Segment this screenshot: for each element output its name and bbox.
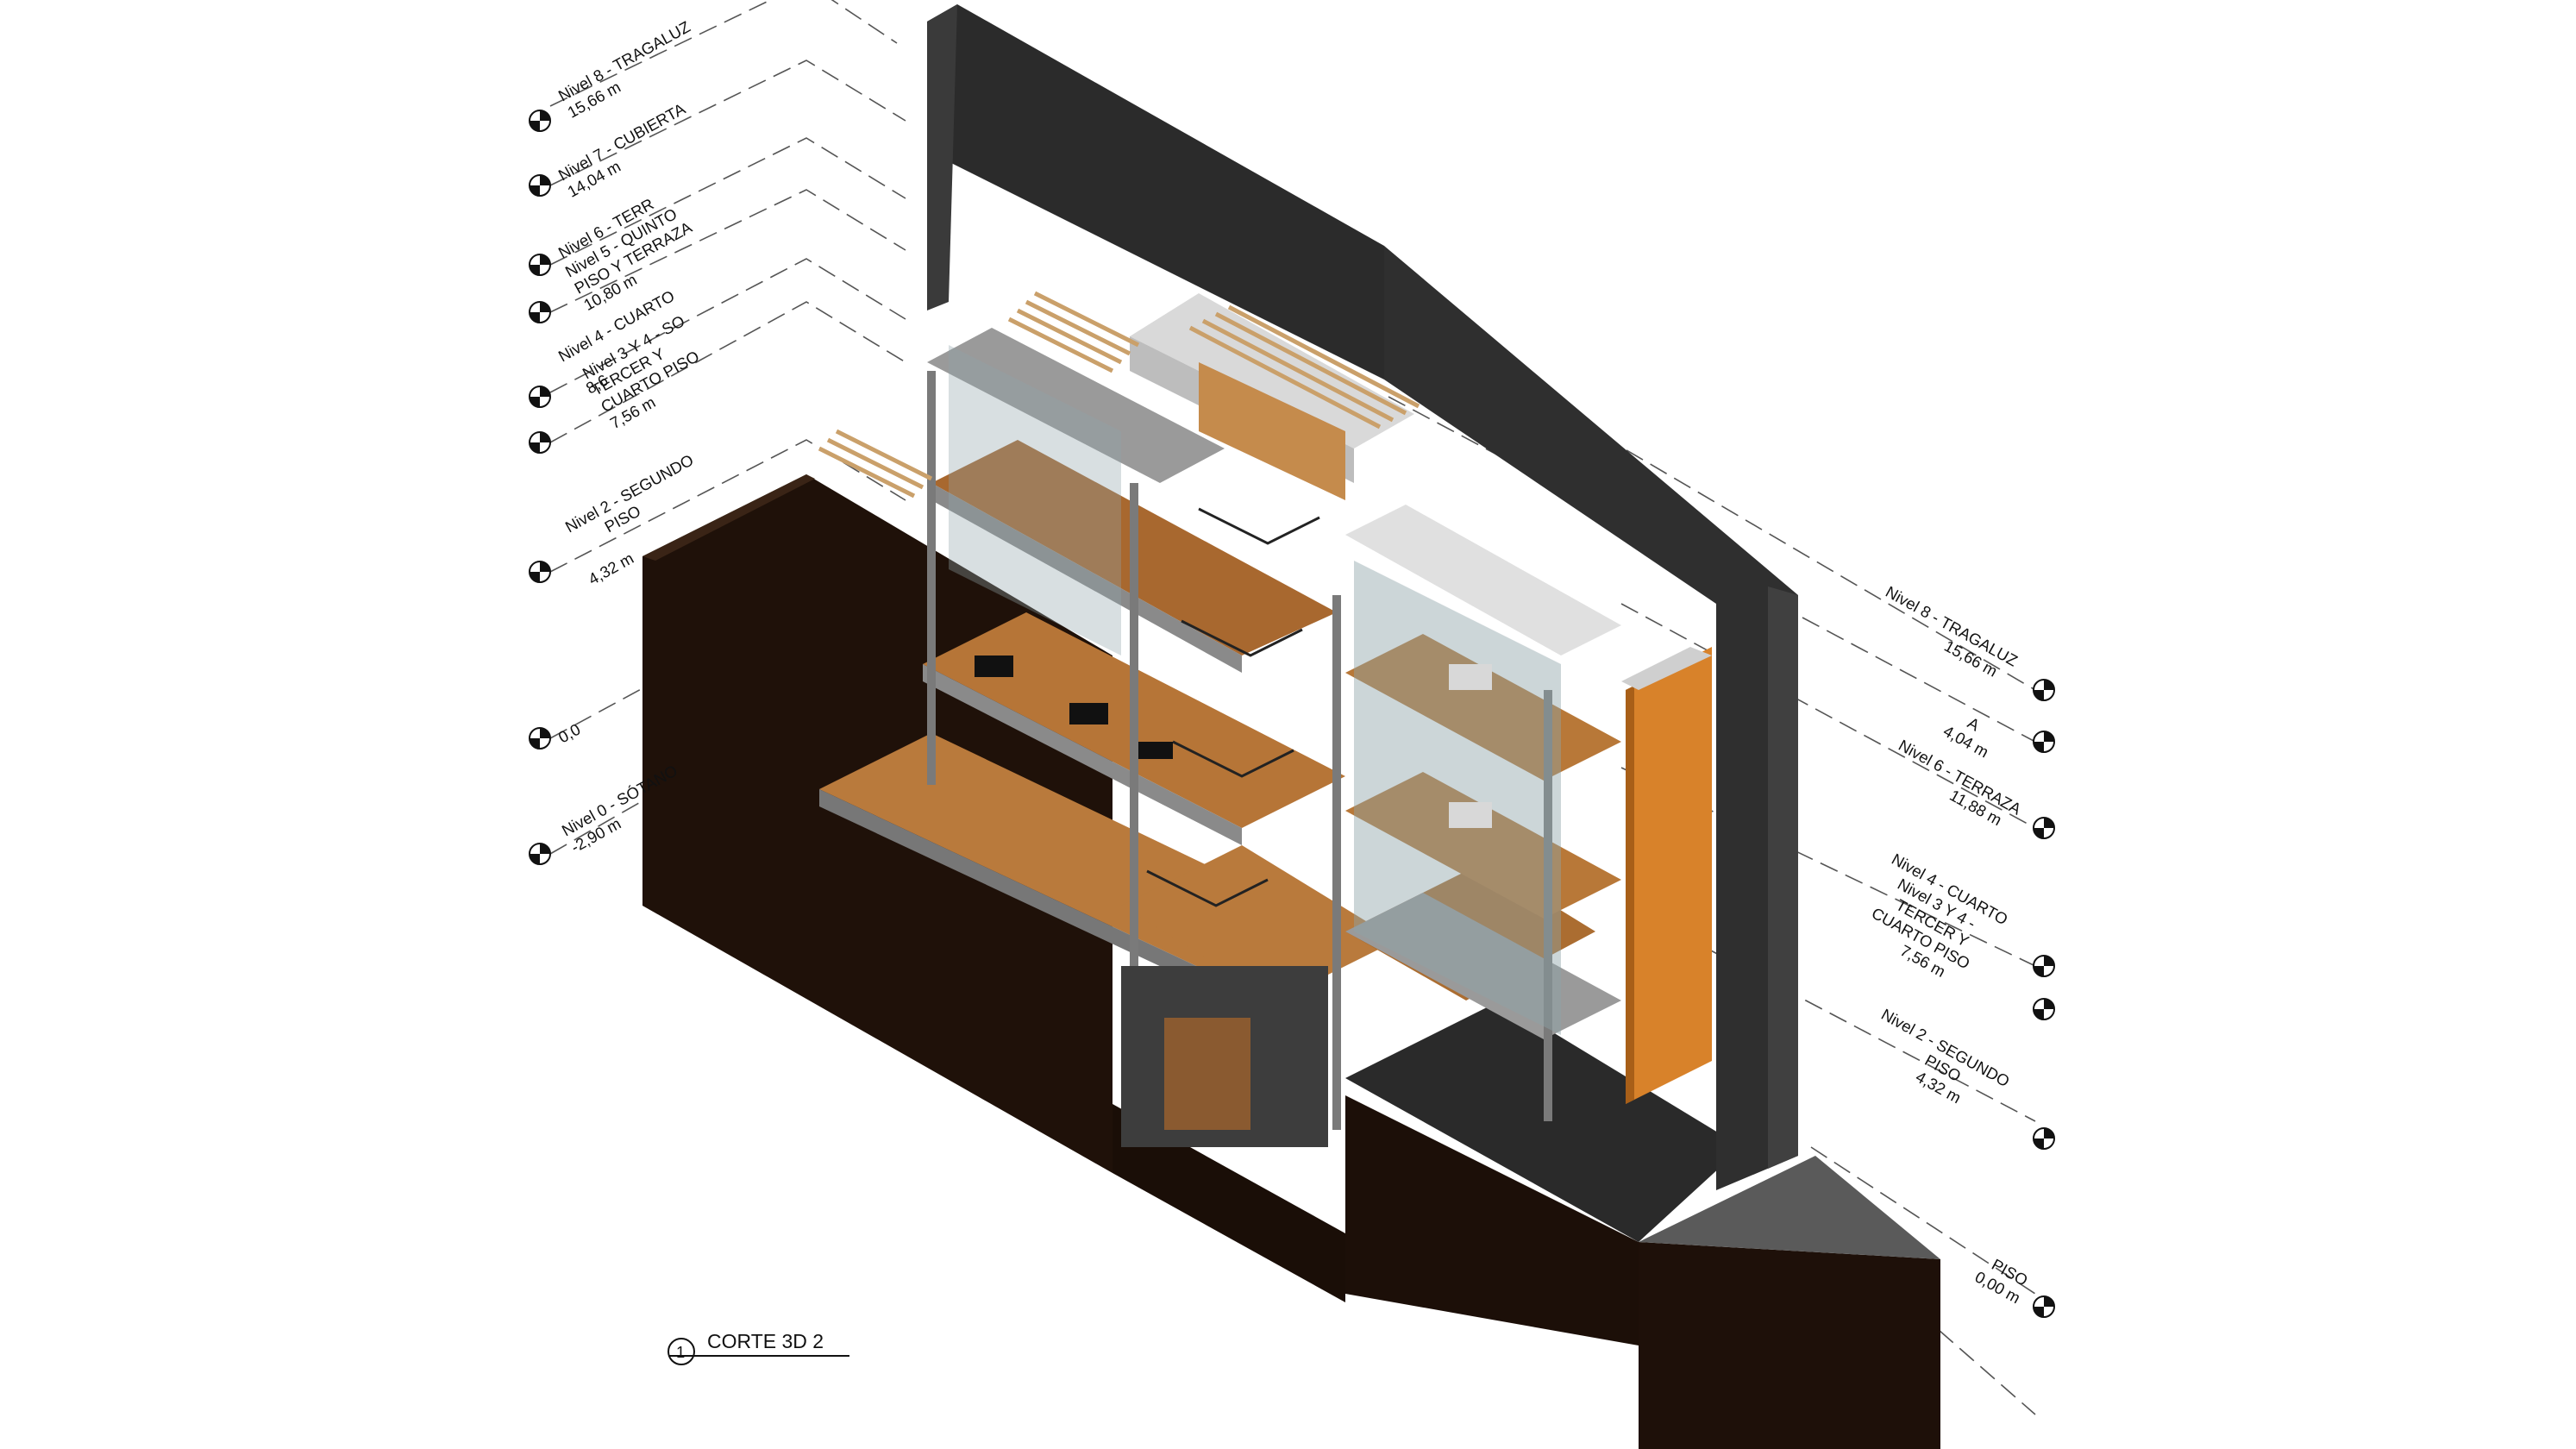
level-marker-icon xyxy=(2033,1127,2055,1150)
view-number: 1 xyxy=(676,1343,685,1361)
right-level-labels: Nivel 8 - TRAGALUZ 15,66 m A 4,04 m Nive… xyxy=(1869,582,2031,1307)
level-marker-icon xyxy=(529,174,551,197)
view-title-text: CORTE 3D 2 xyxy=(707,1330,824,1352)
level-marker-icon xyxy=(2033,998,2055,1020)
structure xyxy=(927,371,1552,1147)
right-level-markers xyxy=(2033,679,2055,1318)
level-marker-icon xyxy=(2033,955,2055,977)
orange-screen xyxy=(1621,647,1712,1104)
level-marker-icon xyxy=(2033,679,2055,701)
view-number-bubble xyxy=(668,1338,695,1365)
pergolas xyxy=(818,291,1420,499)
level-marker-icon xyxy=(529,110,551,132)
level-marker-icon xyxy=(529,386,551,408)
view-title: 1 CORTE 3D 2 xyxy=(668,1330,849,1365)
level-marker-icon xyxy=(529,727,551,750)
left-level-leaders xyxy=(549,0,906,855)
level-marker-icon xyxy=(529,843,551,865)
level-marker-icon xyxy=(529,301,551,323)
level-label: Nivel 8 - TRAGALUZ xyxy=(555,17,693,104)
left-level-markers xyxy=(529,110,551,865)
level-marker-icon xyxy=(529,254,551,276)
level-marker-icon xyxy=(2033,731,2055,753)
furniture xyxy=(975,656,1492,828)
level-marker-icon xyxy=(529,561,551,583)
level-elevation: 0,0 xyxy=(555,720,584,747)
level-elevation: 4,32 m xyxy=(586,549,637,588)
level-marker-icon xyxy=(2033,817,2055,839)
stairs xyxy=(1146,507,1320,907)
level-marker-icon xyxy=(529,431,551,454)
level-marker-icon xyxy=(2033,1295,2055,1318)
back-wall xyxy=(927,4,1798,1190)
